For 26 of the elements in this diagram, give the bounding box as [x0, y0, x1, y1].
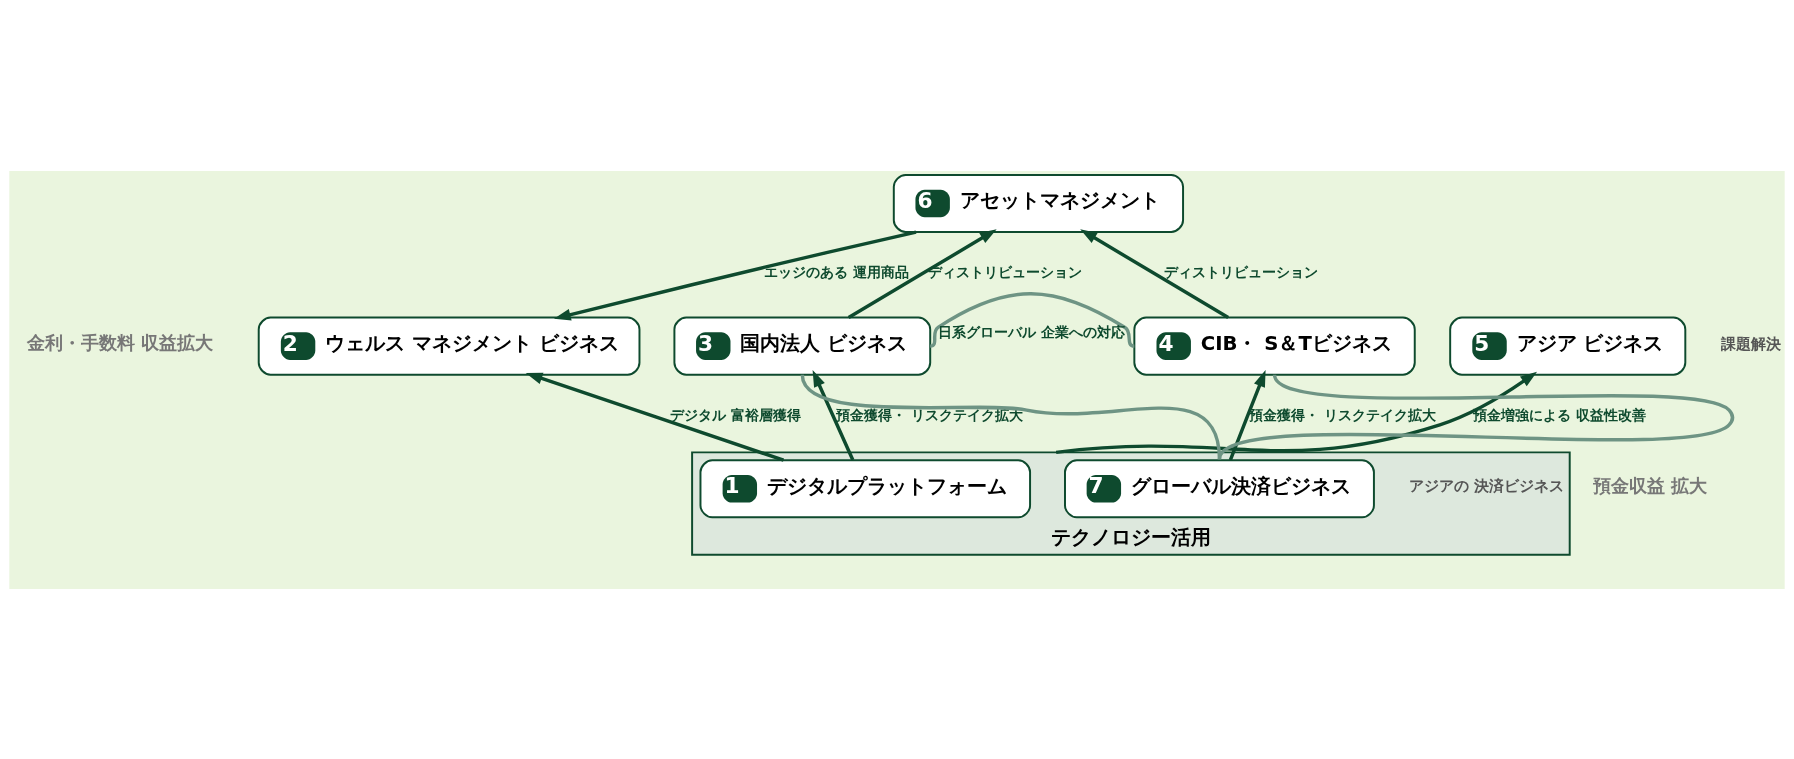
edge-label: 日系グローバル 企業への対応: [938, 323, 1125, 340]
connector: [1218, 373, 1734, 460]
edge-label: 預金獲得・ リスクテイク拡大: [1248, 406, 1436, 423]
node-box: 1 デジタルプラットフォーム: [699, 458, 1032, 518]
node-box: 2 ウェルス マネジメント ビジネス: [257, 316, 641, 376]
node-box: 7 グローバル決済ビジネス: [1064, 458, 1375, 518]
node-box: 3 国内法人 ビジネス: [673, 316, 932, 376]
connector: [929, 291, 1135, 348]
arrow: [1080, 228, 1230, 319]
label: 金利・手数料 収益拡大: [27, 332, 214, 353]
edge-label: デジタル 富裕層獲得: [670, 406, 802, 423]
edge-label: エッジのある 運用商品: [763, 263, 909, 280]
arrow: [847, 228, 997, 319]
connector: [800, 373, 1222, 459]
arrow: [812, 369, 855, 461]
arrow: [1228, 369, 1266, 461]
node-label: 課題解決: [1720, 334, 1781, 352]
label: 預金収益 拡大: [1593, 475, 1708, 496]
node-box: 5 アジア ビジネス: [1449, 316, 1687, 376]
node-box: 4 CIB・ S＆Tビジネス: [1133, 316, 1416, 376]
arrow: [525, 372, 785, 462]
node-box: 6 アセットマネジメント: [892, 173, 1185, 233]
arrow: [1055, 371, 1538, 454]
node-label: アジアの 決済ビジネス: [1408, 476, 1564, 494]
arrow: [553, 229, 917, 320]
edge-label: ディストリビューション: [1164, 263, 1319, 280]
